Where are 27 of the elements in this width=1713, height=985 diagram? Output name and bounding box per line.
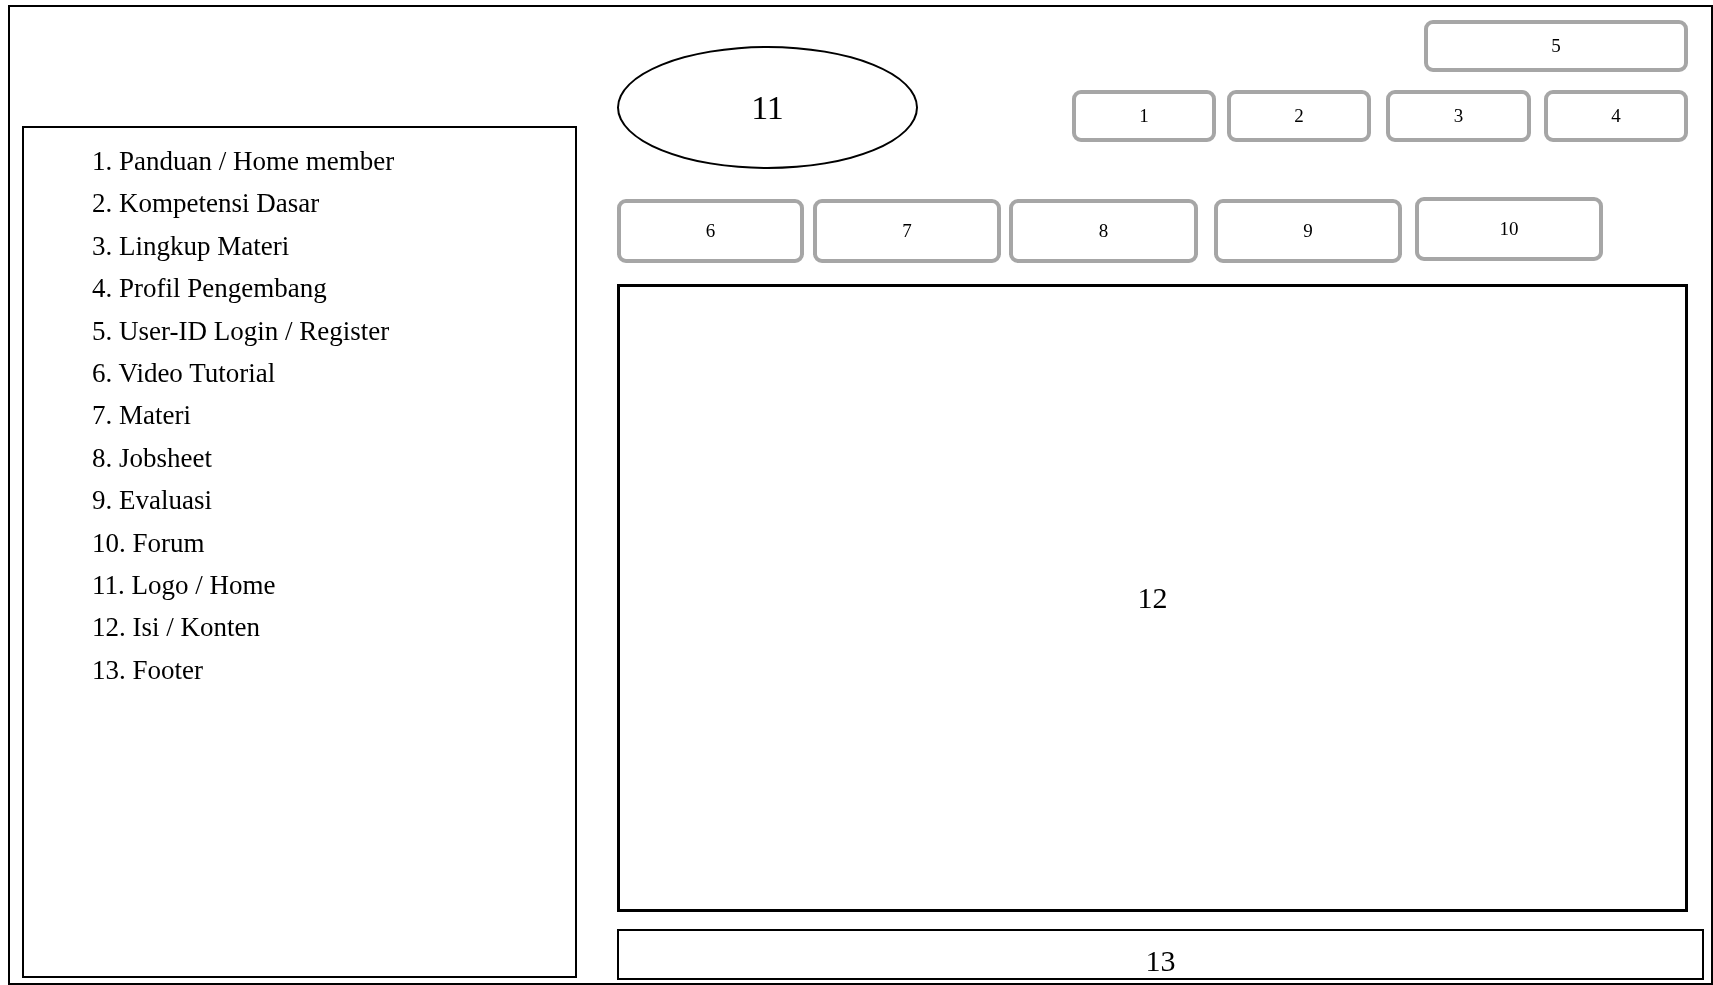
- menu-button: 1: [1072, 90, 1216, 142]
- list-item: 1. Panduan / Home member: [92, 145, 396, 178]
- content-area: 12: [617, 284, 1688, 912]
- list-item: 2. Kompetensi Dasar: [92, 187, 321, 221]
- nav-button: 8: [1009, 199, 1198, 263]
- menu-button: 5: [1424, 20, 1688, 72]
- list-item: 3. Lingkup Materi: [92, 229, 291, 263]
- placeholder-ellipse: 11: [617, 46, 918, 169]
- list-item: 5. User-ID Login / Register: [92, 314, 391, 348]
- menu-button: 4: [1544, 90, 1688, 142]
- list-item: 9. Evaluasi: [92, 484, 213, 518]
- list-item: 11. Logo / Home: [92, 569, 277, 603]
- menu-button: 3: [1386, 90, 1531, 142]
- nav-button: 10: [1415, 197, 1603, 261]
- list-item: 10. Forum: [92, 526, 206, 560]
- menu-button: 2: [1227, 90, 1371, 142]
- list-item: 6. Video Tutorial: [92, 357, 277, 391]
- nav-button: 6: [617, 199, 804, 263]
- legend-panel: [22, 126, 577, 978]
- list-item: 4. Profil Pengembang: [92, 272, 328, 306]
- nav-button: 7: [813, 199, 1001, 263]
- list-item: 13. Footer: [92, 653, 204, 687]
- nav-button: 9: [1214, 199, 1402, 263]
- footer-bar: 13: [617, 929, 1704, 980]
- list-item: 7. Materi: [92, 399, 192, 433]
- list-item: 8. Jobsheet: [92, 441, 213, 475]
- list-item: 12. Isi / Konten: [92, 611, 261, 645]
